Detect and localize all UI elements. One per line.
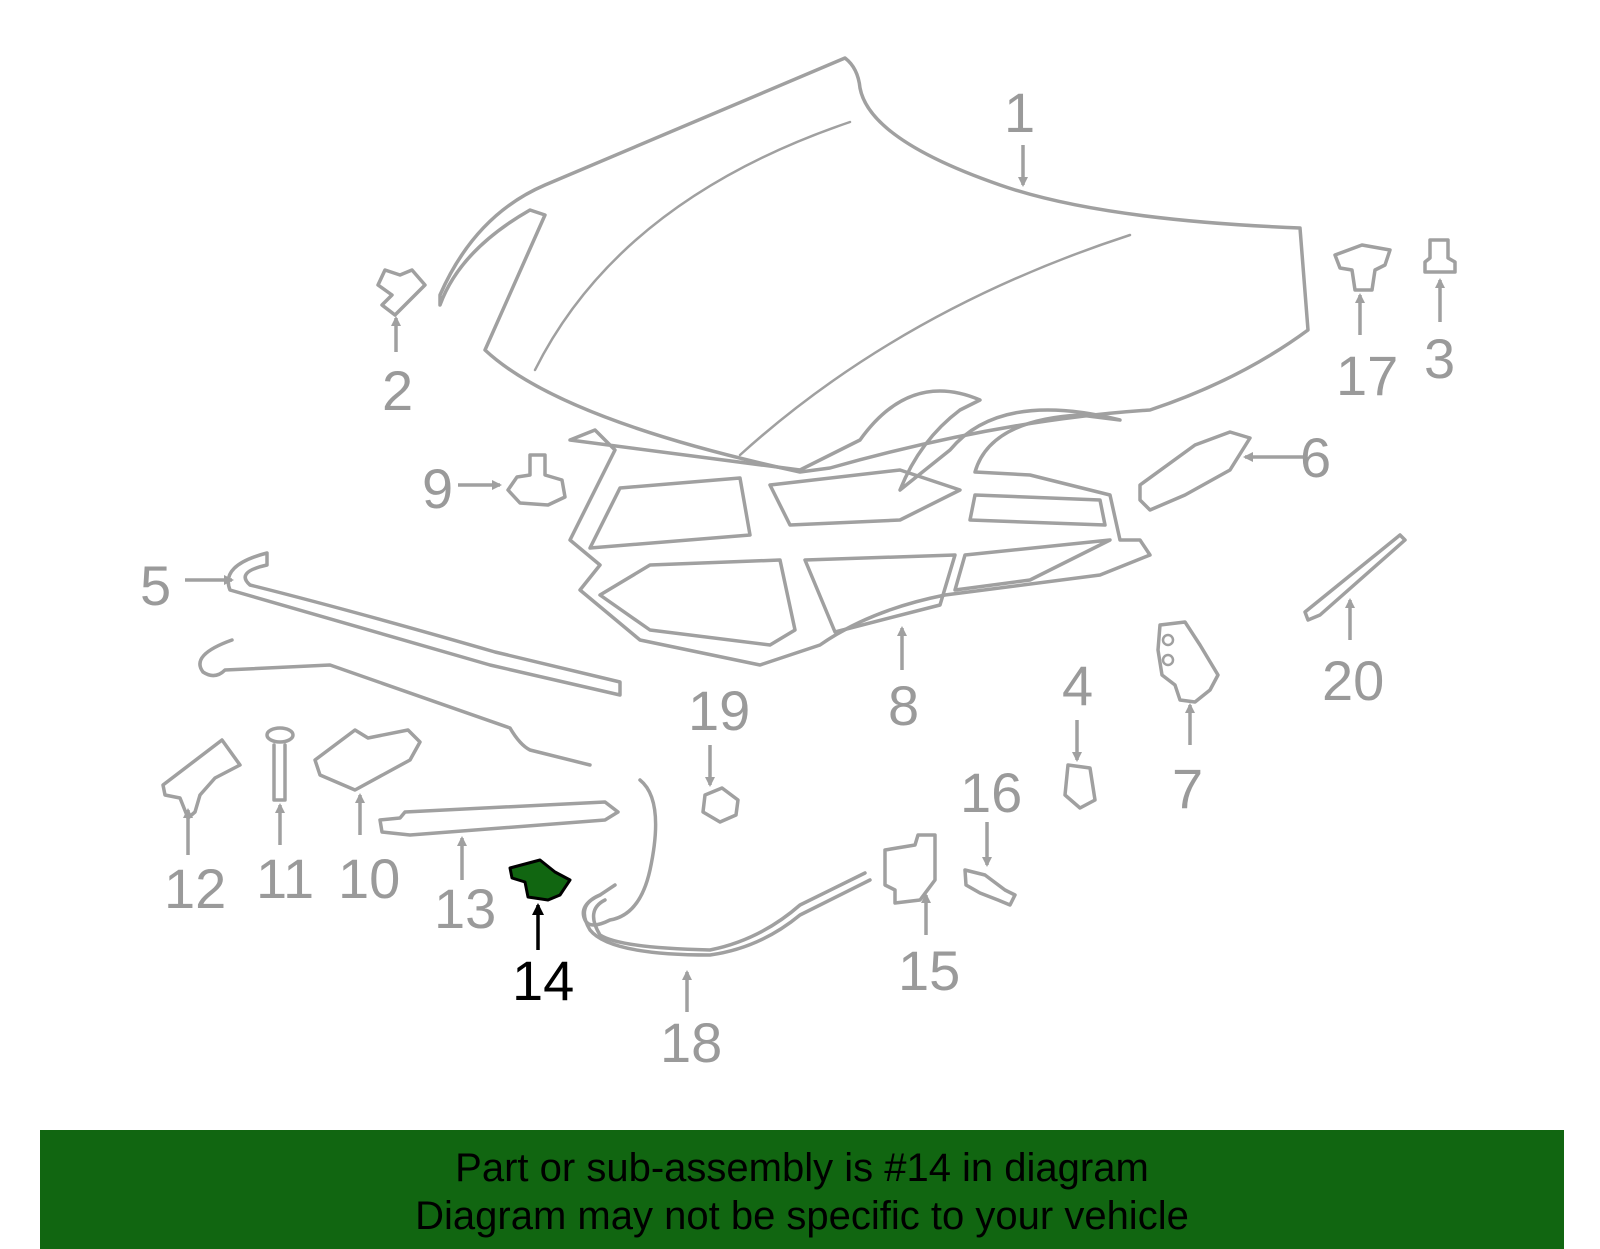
callout-5: 5 <box>140 554 171 617</box>
callout-15: 15 <box>898 939 960 1002</box>
hinge-7 <box>1156 620 1220 704</box>
clip-17 <box>1333 243 1392 292</box>
bracket-10 <box>313 728 422 792</box>
callout-1: 1 <box>1004 81 1035 144</box>
seal-20 <box>1303 533 1407 622</box>
banner-line-1: Part or sub-assembly is #14 in diagram <box>455 1146 1149 1190</box>
bolt-16 <box>963 868 1017 907</box>
callout-17: 17 <box>1336 344 1398 407</box>
callout-arrows <box>183 145 1445 1012</box>
callout-6: 6 <box>1300 426 1331 489</box>
callout-12: 12 <box>164 857 226 920</box>
callout-14: 14 <box>512 949 574 1012</box>
callout-11: 11 <box>256 847 314 910</box>
bumper-4 <box>1063 763 1097 810</box>
release-cable-lower <box>581 778 872 957</box>
callout-8: 8 <box>888 674 919 737</box>
callout-20: 20 <box>1322 649 1384 712</box>
clip-2 <box>376 268 427 317</box>
callout-3: 3 <box>1424 327 1455 390</box>
rod-11 <box>265 726 295 802</box>
info-banner: Part or sub-assembly is #14 in diagram D… <box>40 1130 1564 1249</box>
banner-line-2: Diagram may not be specific to your vehi… <box>415 1194 1189 1238</box>
callout-16: 16 <box>960 761 1022 824</box>
callout-10: 10 <box>338 847 400 910</box>
callout-2: 2 <box>382 359 413 422</box>
release-cable-upper <box>198 638 592 767</box>
bracket-6 <box>1138 430 1252 512</box>
callout-13: 13 <box>434 877 496 940</box>
nut-19 <box>701 786 740 824</box>
latch-15 <box>883 833 937 905</box>
callout-4: 4 <box>1062 654 1093 717</box>
callout-labels: 1 2 3 4 5 6 7 8 9 10 11 12 13 14 15 16 1… <box>140 81 1455 1074</box>
weatherstrip-5 <box>226 551 622 697</box>
push-pin-3 <box>1423 238 1457 274</box>
prop-rod-13 <box>378 800 620 837</box>
callout-9: 9 <box>422 457 453 520</box>
callout-18: 18 <box>660 1011 722 1074</box>
bracket-12 <box>161 738 242 820</box>
part-14-highlighted <box>508 858 572 902</box>
callout-19: 19 <box>688 679 750 742</box>
hood-inner-frame <box>568 389 1152 667</box>
bumper-9 <box>506 453 567 507</box>
callout-7: 7 <box>1172 757 1203 820</box>
hood-panel <box>438 56 1310 474</box>
